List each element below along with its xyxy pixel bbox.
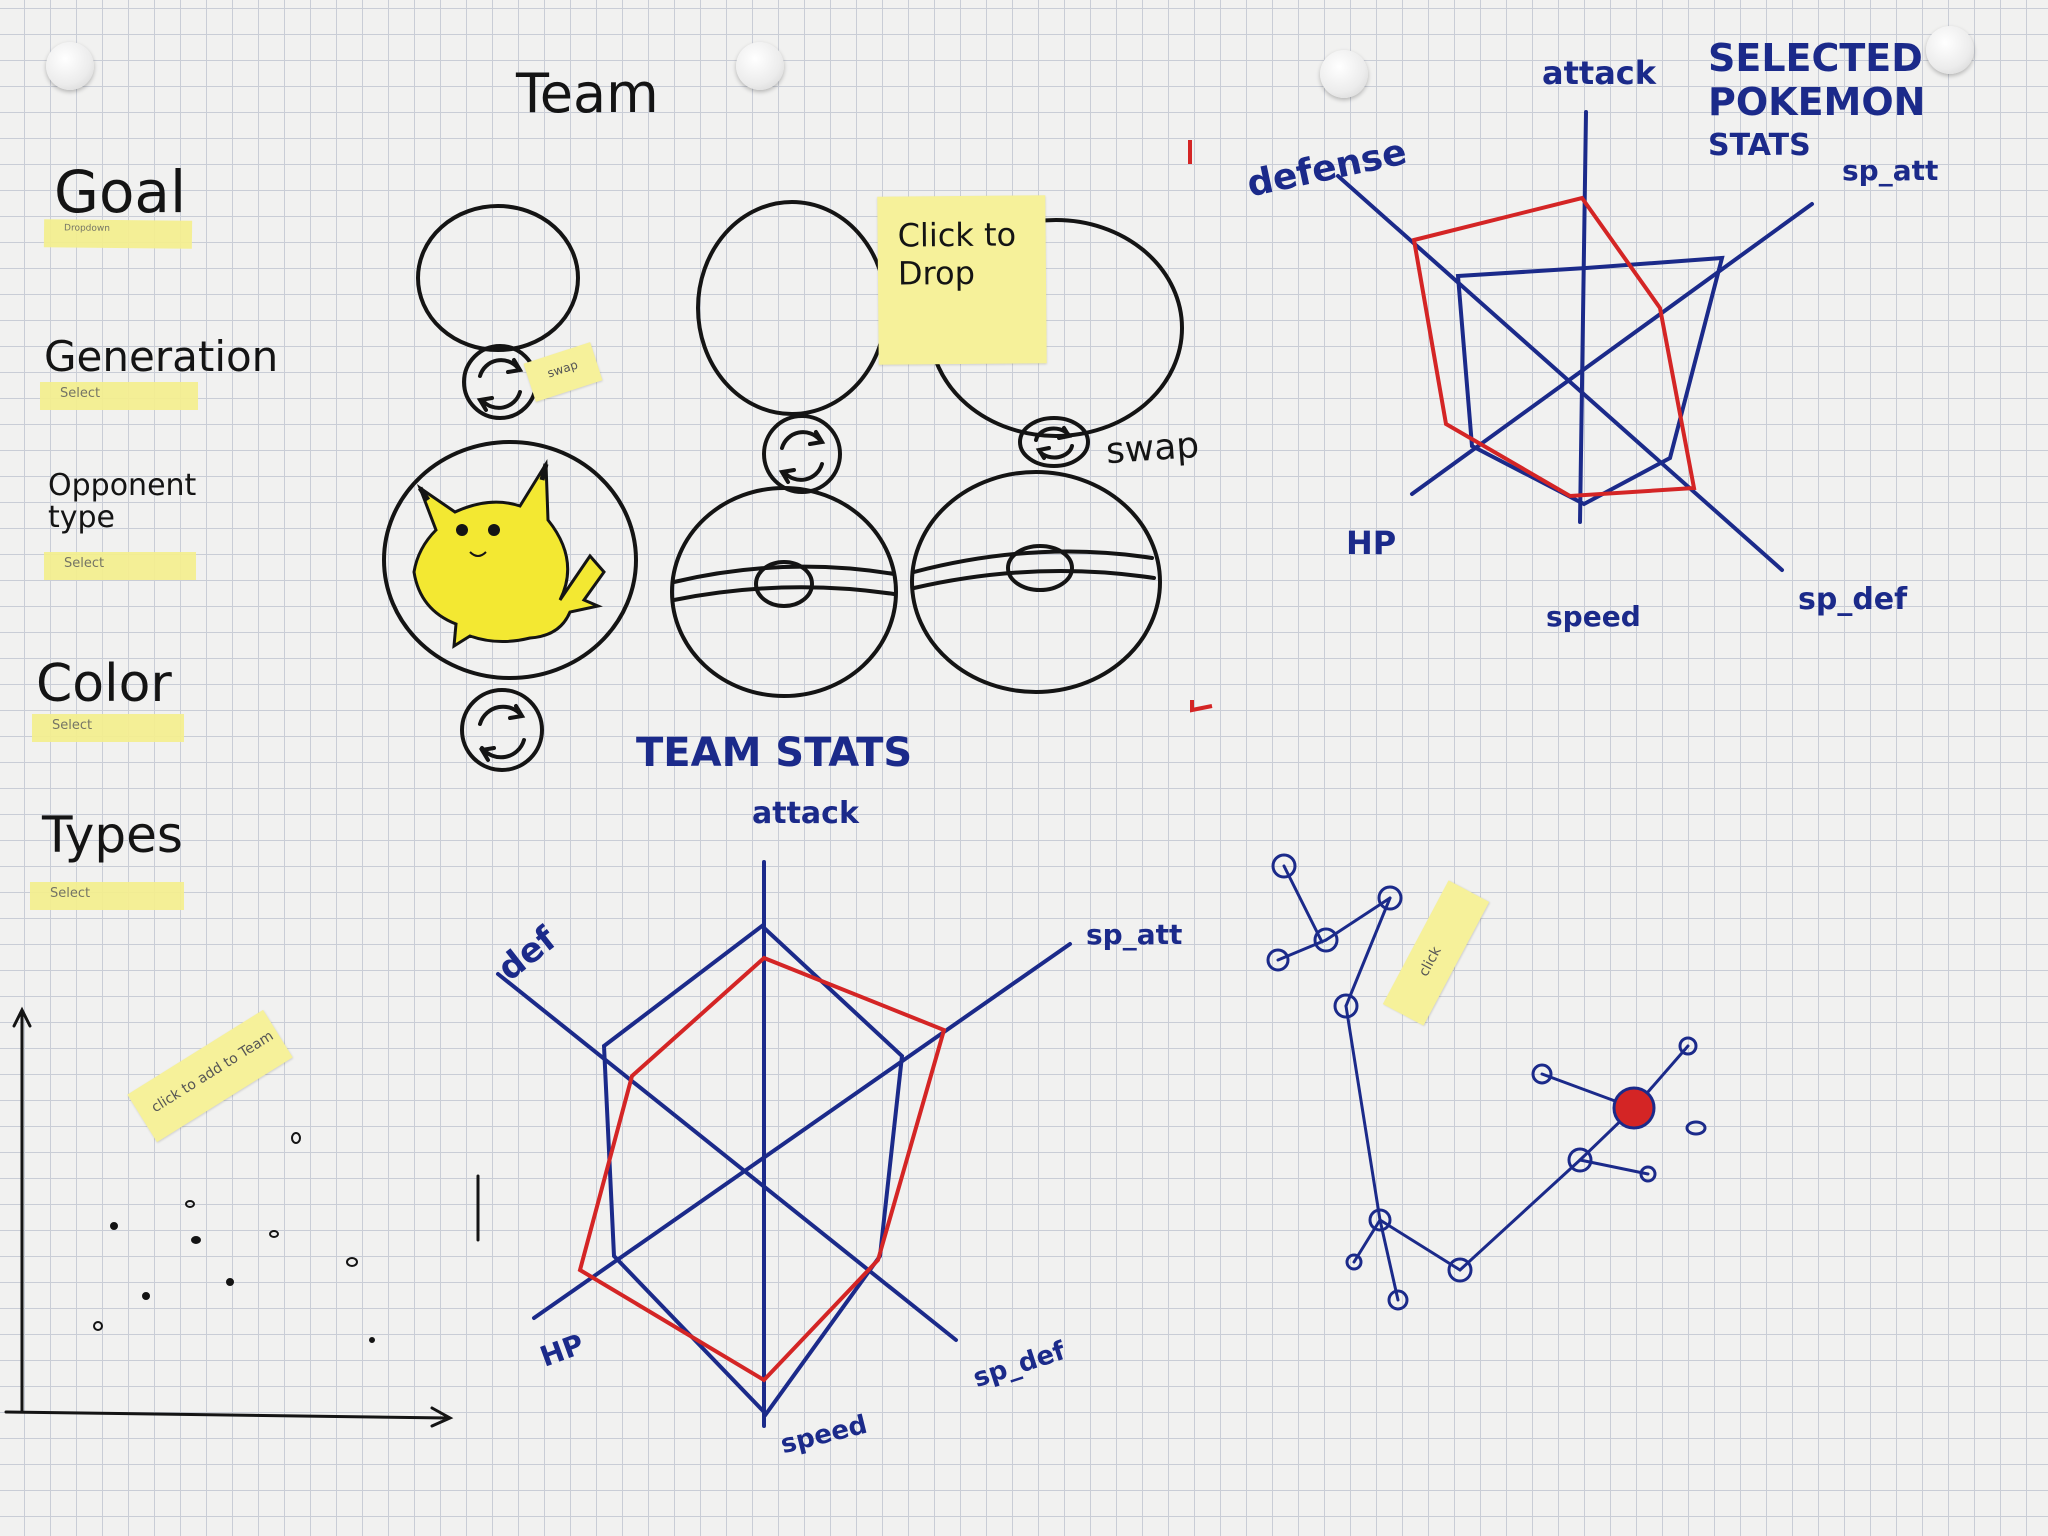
swap-icon[interactable] [762,414,842,494]
network-node[interactable] [1447,1257,1473,1283]
opponent-type-dropdown[interactable]: Select [44,552,196,580]
pushpin [46,42,94,90]
network-node[interactable] [1639,1165,1657,1183]
types-dropdown-value: Select [50,886,91,901]
network-note-text: click [1415,944,1445,980]
filter-label-opponent-type: Opponent type [48,468,197,535]
selected-axis-sp-def: sp_def [1798,582,1908,617]
network-node[interactable] [1678,1036,1698,1056]
scatter-point[interactable] [110,1222,118,1230]
team-slot-selected[interactable] [382,440,638,680]
network-node[interactable] [1567,1147,1593,1173]
selected-stats-title-line1: SELECTED [1708,36,1923,80]
selected-stats-red-polygon [1411,195,1697,499]
team-stats-red-polygon [577,955,947,1383]
selected-axis-attack: attack [1542,54,1657,92]
pokeball-icon[interactable] [910,470,1162,694]
scatter-points [93,1132,375,1343]
scatter-point[interactable] [269,1230,279,1238]
network-node[interactable] [1345,1253,1363,1271]
pokeball-icon[interactable] [670,486,898,698]
network-node[interactable] [1685,1120,1707,1136]
filter-label-goal: Goal [54,158,187,226]
network-node[interactable] [1266,948,1290,972]
team-stats-title: TEAM STATS [636,730,913,776]
scatter-point[interactable] [346,1257,358,1267]
types-dropdown[interactable]: Select [30,882,184,910]
scatter-point[interactable] [142,1292,150,1300]
team-title: Team [516,62,659,125]
selected-axis-sp-att: sp_att [1842,154,1939,187]
selected-stats-title-line3: STATS [1708,128,1811,163]
scatter-point[interactable] [93,1321,103,1331]
opponent-type-dropdown-value: Select [64,556,105,571]
team-axis-attack: attack [752,796,859,831]
filter-label-types: Types [42,806,183,864]
network-node[interactable] [1387,1289,1409,1311]
network-node[interactable] [1313,927,1339,953]
selected-axis-speed: speed [1546,600,1641,633]
filter-label-generation: Generation [44,332,279,381]
filter-label-color: Color [36,654,172,714]
generation-dropdown-value: Select [60,386,101,401]
generation-dropdown[interactable]: Select [40,382,198,410]
scatter-point[interactable] [185,1200,195,1208]
pikachu-drawing [412,459,606,649]
scatter-point[interactable] [226,1278,234,1286]
network-node[interactable] [1531,1063,1553,1085]
scatter-point[interactable] [191,1236,201,1244]
selected-stats-title: SELECTED POKEMON STATS [1708,36,1925,168]
network-node[interactable] [1368,1208,1392,1232]
team-slot-empty[interactable] [416,204,580,352]
selected-axis-hp: HP [1346,524,1397,562]
swap-icon[interactable] [1018,416,1090,468]
team-axis-sp-att: sp_att [1086,918,1183,951]
scatter-point[interactable] [369,1337,375,1343]
selected-stats-blue-polygon [1455,255,1725,507]
pushpin [736,42,784,90]
pushpin [1320,50,1368,98]
network-node-selected[interactable] [1612,1086,1656,1130]
selected-stats-title-line2: POKEMON [1708,80,1926,124]
network-node[interactable] [1333,993,1359,1019]
color-dropdown-value: Select [52,718,93,733]
scatter-x-axis [4,1406,454,1428]
network-node[interactable] [1271,853,1297,879]
scatter-point[interactable] [291,1132,301,1144]
pushpin [1926,26,1974,74]
color-dropdown[interactable]: Select [32,714,184,742]
network-node[interactable] [1377,885,1403,911]
swap-icon[interactable] [460,688,544,772]
scatter-y-axis [12,1006,32,1414]
